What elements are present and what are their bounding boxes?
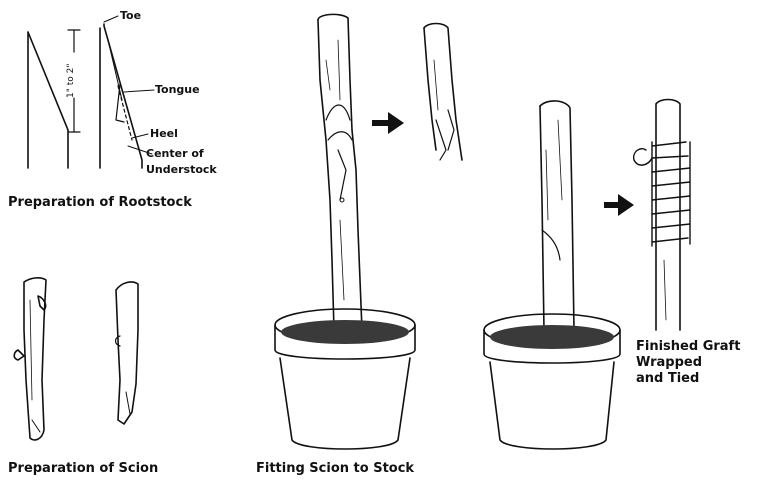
graft-closeup xyxy=(424,24,462,161)
stock-with-scion xyxy=(318,14,362,330)
understock-label: Understock xyxy=(146,164,217,176)
rootstock-caption: Preparation of Rootstock xyxy=(8,196,192,210)
fitting-caption: Fitting Scion to Stock xyxy=(256,462,414,476)
leader-lines xyxy=(104,16,154,154)
toe-label: Toe xyxy=(120,10,141,22)
center-of-label: Center of xyxy=(146,148,204,160)
arrow-right-2 xyxy=(604,194,634,216)
rootstock-cut-right xyxy=(100,24,142,168)
scion-whole xyxy=(14,278,46,440)
pot-1 xyxy=(275,309,415,449)
finished-line3: and Tied xyxy=(636,372,699,386)
scion-caption: Preparation of Scion xyxy=(8,462,158,476)
rootstock-cut-left xyxy=(28,32,68,168)
finished-graft xyxy=(634,100,690,331)
tongue-label: Tongue xyxy=(155,84,200,96)
stock-cut xyxy=(540,101,574,330)
arrow-right-1 xyxy=(372,112,404,134)
scion-cut xyxy=(116,282,139,424)
finished-line2: Wrapped xyxy=(636,356,702,370)
finished-line1: Finished Graft xyxy=(636,340,740,354)
pot-2 xyxy=(484,314,620,449)
heel-label: Heel xyxy=(150,128,178,140)
measure-label: 1" to 2" xyxy=(66,64,76,99)
